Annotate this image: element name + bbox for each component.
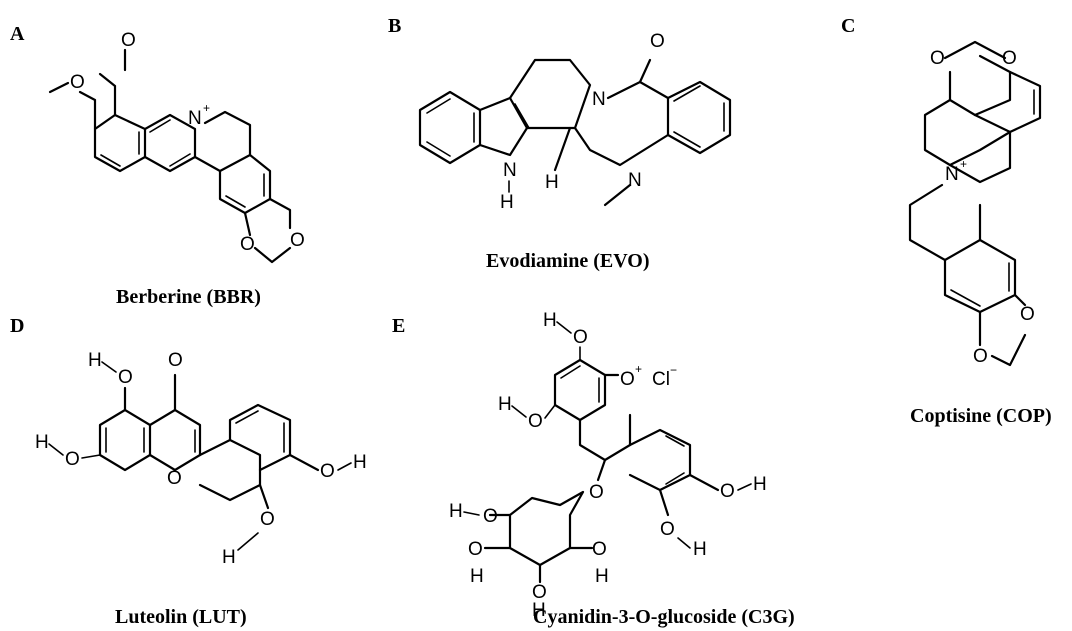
caption-coptisine: Coptisine (COP) [910, 405, 1052, 427]
atom-h-e2: H [498, 394, 512, 415]
coptisine-structure: O O N + O O [908, 40, 1042, 367]
atom-h-d1: H [88, 350, 102, 371]
atom-h-b2: H [545, 172, 559, 193]
caption-berberine: Berberine (BBR) [116, 286, 261, 308]
atom-plus-a: + [203, 101, 210, 115]
c3g-structure: H O H O O + Cl − O H O H [449, 310, 767, 621]
atom-o-e5: O [660, 519, 675, 540]
atom-n-b2: N [592, 89, 606, 110]
atom-o-e10: O [592, 539, 607, 560]
atom-o-c3: O [1020, 304, 1035, 325]
atom-o-d1: O [118, 367, 133, 388]
atom-plus-c: + [960, 157, 967, 171]
atom-h-e5: H [449, 501, 463, 522]
evodiamine-structure: N H N O N H [418, 31, 732, 213]
caption-c3g: Cyanidin-3-O-glucoside (C3G) [533, 606, 795, 628]
atom-o-a3: O [240, 234, 255, 255]
atom-o-e7: O [483, 506, 498, 527]
panel-b: B N H N O N H Evodiamine [388, 15, 732, 272]
atom-o-c2: O [1002, 48, 1017, 69]
atom-plus-e: + [635, 362, 642, 376]
atom-o-e9: O [532, 582, 547, 603]
atom-o-d4: O [65, 449, 80, 470]
atom-o-c4: O [973, 346, 988, 367]
caption-evodiamine: Evodiamine (EVO) [486, 250, 650, 272]
atom-o-e4: O [720, 481, 735, 502]
panel-letter-d: D [10, 315, 24, 337]
atom-n-b3: N [628, 170, 642, 191]
panel-letter-b: B [388, 15, 401, 37]
atom-o-e1: O [573, 327, 588, 348]
panel-a: A O O N + O O Berberine [10, 23, 305, 308]
panel-letter-c: C [841, 15, 855, 37]
atom-o-a4: O [290, 230, 305, 251]
atom-o-e3: O [620, 369, 635, 390]
atom-minus-e: − [670, 363, 677, 377]
atom-h-d2: H [35, 432, 49, 453]
atom-h-e8: H [595, 566, 609, 587]
atom-h-e7: H [532, 600, 546, 621]
panel-letter-a: A [10, 23, 25, 45]
atom-o-e2: O [528, 411, 543, 432]
atom-o-c1: O [930, 48, 945, 69]
panel-c: C O O N + O O Coptisine (COP) [841, 15, 1052, 427]
atom-o-a2: O [70, 72, 85, 93]
atom-h-e4: H [693, 539, 707, 560]
atom-o-a1: O [121, 30, 136, 51]
atom-h-b1: H [500, 192, 514, 213]
luteolin-structure: H O O O H O O H O H [35, 350, 367, 568]
atom-o-d5: O [320, 461, 335, 482]
caption-luteolin: Luteolin (LUT) [115, 606, 247, 628]
atom-n-c: N [945, 164, 959, 185]
atom-cl-e: Cl [652, 369, 670, 390]
atom-h-d3: H [353, 452, 367, 473]
berberine-structure: O O N + O O [48, 30, 305, 264]
atom-h-e6: H [470, 566, 484, 587]
atom-o-e8: O [468, 539, 483, 560]
atom-n-a: N [188, 108, 202, 129]
atom-o-d3: O [167, 468, 182, 489]
atom-h-d4: H [222, 547, 236, 568]
atom-n-b1: N [503, 160, 517, 181]
panel-d: D H O O O H O O H O H [10, 315, 367, 628]
panel-letter-e: E [392, 315, 405, 337]
atom-o-d2: O [168, 350, 183, 371]
atom-h-e3: H [753, 474, 767, 495]
panel-e: E H O H O O + Cl − O H O [392, 310, 795, 628]
atom-o-d6: O [260, 509, 275, 530]
atom-o-b: O [650, 31, 665, 52]
atom-o-e6: O [589, 482, 604, 503]
atom-h-e1: H [543, 310, 557, 331]
